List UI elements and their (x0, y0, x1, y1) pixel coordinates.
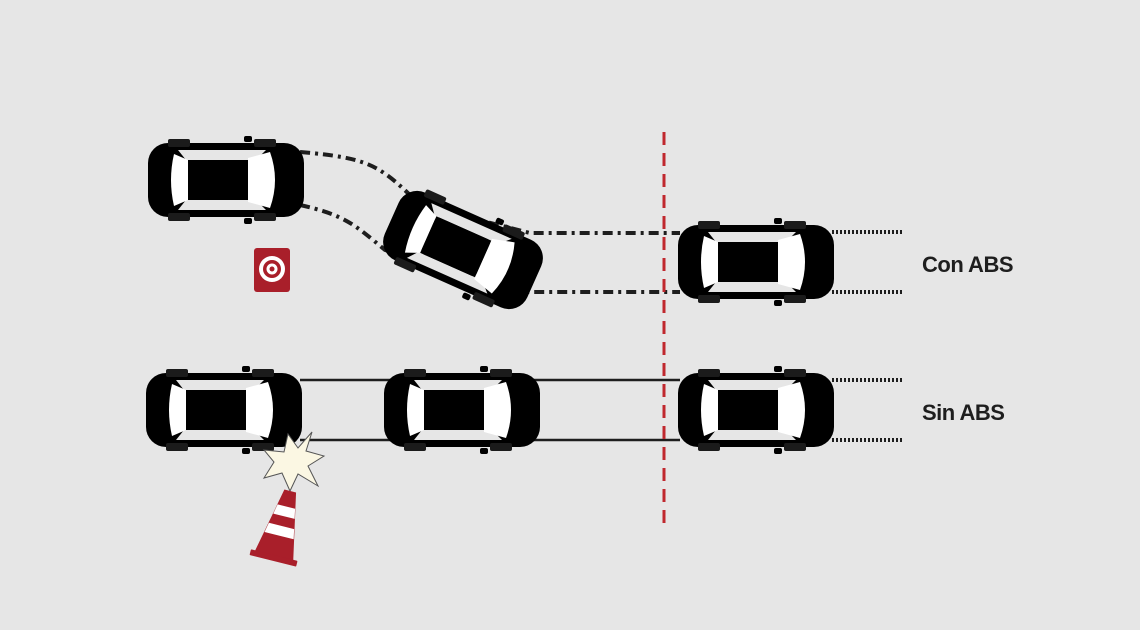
con-abs-lane (148, 136, 902, 322)
sin-abs-label: Sin ABS (922, 400, 1005, 425)
collision-burst-icon (262, 431, 326, 493)
abs-car-stopped (678, 218, 834, 306)
traffic-cone-icon (249, 489, 298, 567)
target-sign-icon (254, 248, 290, 292)
abs-car-swerving (373, 178, 553, 322)
noabs-car-middle (384, 366, 540, 454)
noabs-car-start (146, 366, 302, 454)
con-abs-label: Con ABS (922, 252, 1014, 277)
abs-car-start (148, 136, 304, 224)
noabs-car-stopped (678, 366, 834, 454)
abs-skid-mark-top (299, 150, 680, 235)
sin-abs-lane (146, 366, 902, 567)
